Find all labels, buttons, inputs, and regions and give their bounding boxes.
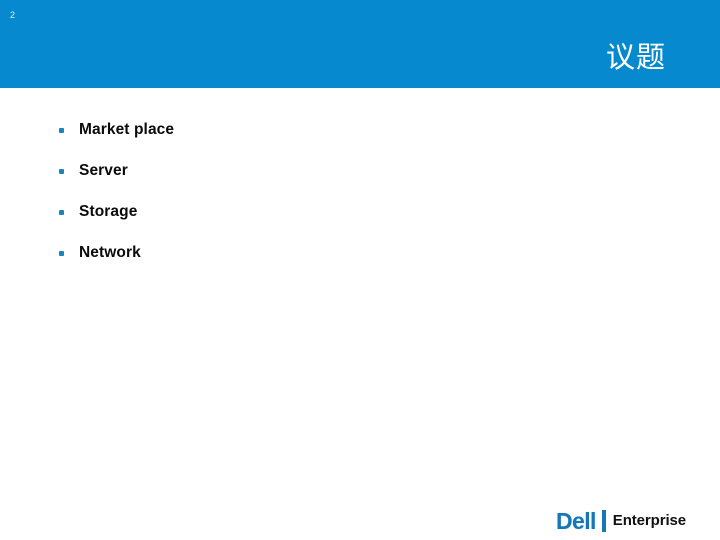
agenda-item-label: Network [79, 244, 141, 261]
dell-enterprise-logo: Dell Enterprise [556, 508, 686, 534]
page-number: 2 [10, 10, 16, 20]
bullet-icon [59, 128, 64, 133]
list-item[interactable]: Market place [58, 121, 618, 162]
agenda-item-label: Server [79, 162, 128, 179]
logo-divider-icon [601, 510, 606, 532]
page-title: 议题 [605, 40, 666, 74]
agenda-item-label: Market place [79, 121, 175, 138]
bullet-icon [59, 251, 64, 256]
dell-wordmark: Dell [556, 507, 596, 534]
agenda-list: Market place Server Storage Network [58, 121, 618, 285]
agenda-item-label: Storage [79, 203, 138, 220]
bullet-icon [59, 169, 64, 174]
bullet-icon [59, 210, 64, 215]
slide-header-banner: 2 议题 [0, 0, 720, 88]
list-item[interactable]: Server [58, 162, 618, 203]
enterprise-wordmark: Enterprise [612, 512, 686, 529]
list-item[interactable]: Storage [58, 203, 618, 244]
list-item[interactable]: Network [58, 244, 618, 285]
